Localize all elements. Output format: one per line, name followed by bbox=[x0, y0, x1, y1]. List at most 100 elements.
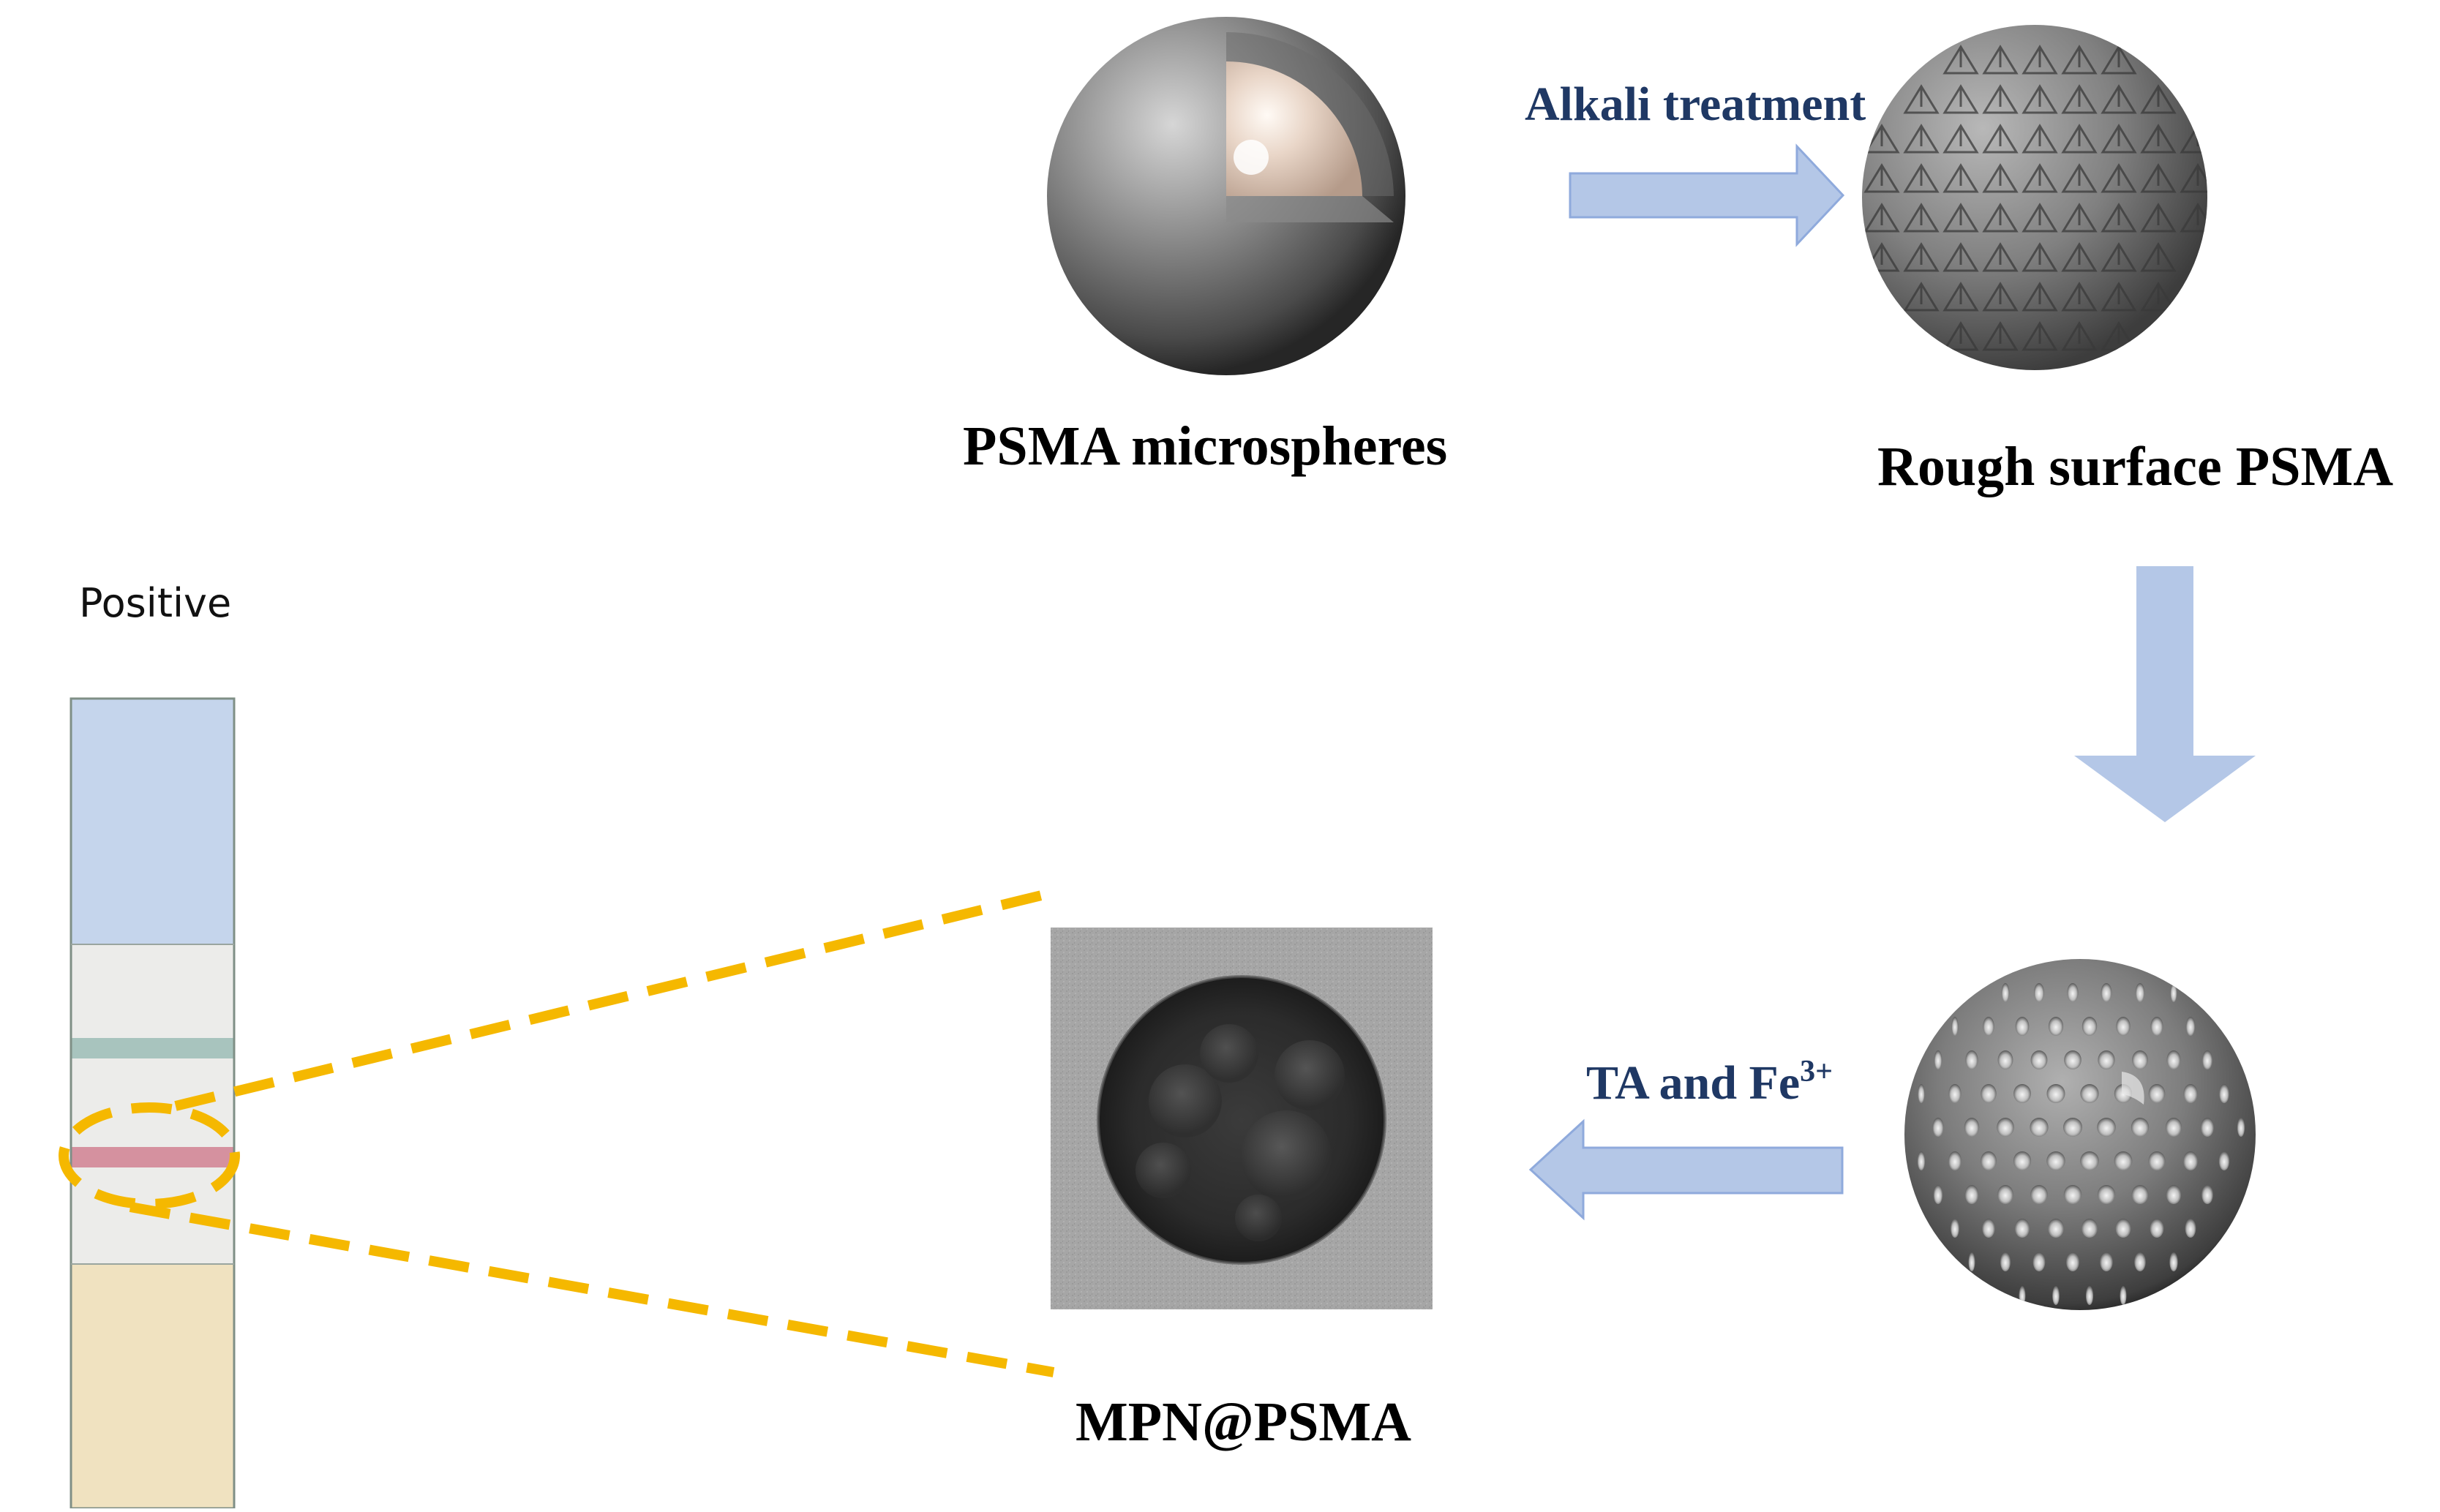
surface-dimple bbox=[2166, 1050, 2181, 1069]
surface-facet bbox=[1863, 203, 1900, 233]
surface-dimple bbox=[1951, 1017, 1959, 1036]
surface-dimple bbox=[2131, 1185, 2149, 1204]
surface-facet bbox=[2140, 124, 2177, 154]
surface-facet bbox=[1903, 163, 1940, 193]
surface-dimple bbox=[2218, 1151, 2230, 1170]
surface-facet bbox=[2061, 45, 2098, 75]
surface-facet bbox=[1982, 45, 2019, 75]
surface-dimple bbox=[2101, 983, 2112, 1002]
surface-facet bbox=[2061, 321, 2098, 351]
surface-dimple bbox=[1934, 1050, 1942, 1069]
surface-dimple bbox=[2185, 1219, 2196, 1238]
surface-facet bbox=[2140, 242, 2177, 272]
surface-dimple bbox=[2081, 1017, 2098, 1036]
surface-facet bbox=[2022, 242, 2058, 272]
surface-dimple bbox=[2201, 1185, 2213, 1204]
surface-dimple bbox=[2030, 1118, 2049, 1137]
surface-dimple bbox=[2034, 983, 2044, 1002]
surface-dimple bbox=[2032, 1252, 2046, 1271]
surface-dimple bbox=[2046, 1151, 2065, 1170]
surface-dimple bbox=[2013, 1151, 2032, 1170]
surface-dimple bbox=[2114, 1151, 2133, 1170]
ta-arrow bbox=[1528, 1118, 1844, 1221]
surface-facet bbox=[2022, 84, 2058, 114]
surface-dimple bbox=[2030, 1185, 2048, 1204]
alkali-treatment-label: Alkali treatment bbox=[1525, 78, 1866, 131]
surface-dimple bbox=[2019, 1286, 2026, 1305]
surface-dimple bbox=[2100, 1252, 2113, 1271]
surface-dimple bbox=[1981, 1084, 1997, 1103]
surface-facet bbox=[1903, 84, 1940, 114]
surface-facet bbox=[1903, 124, 1940, 154]
surface-facet bbox=[2180, 203, 2207, 233]
surface-dimple bbox=[2166, 1185, 2182, 1204]
rough-surface-label: Rough surface PSMA bbox=[1877, 436, 2394, 497]
ta-fe-label: TA and Fe3+ bbox=[1586, 1056, 1833, 1110]
surface-dimple bbox=[1932, 1118, 1944, 1137]
surface-facet bbox=[1982, 163, 2019, 193]
surface-dimple bbox=[2001, 983, 2010, 1002]
ta-fe-text: TA and Fe bbox=[1586, 1056, 1801, 1110]
surface-facet bbox=[2140, 203, 2177, 233]
surface-dimple bbox=[2063, 1118, 2082, 1137]
surface-dimple bbox=[2132, 1050, 2148, 1069]
psma-microspheres-label: PSMA microspheres bbox=[963, 415, 1448, 477]
surface-facet bbox=[1903, 203, 1940, 233]
surface-dimple bbox=[2080, 1151, 2099, 1170]
surface-dimple bbox=[2134, 1252, 2146, 1271]
surface-facet bbox=[2101, 84, 2137, 114]
surface-dimple bbox=[2185, 1017, 2196, 1036]
surface-dimple bbox=[2237, 1118, 2245, 1137]
surface-dimple bbox=[2150, 1219, 2164, 1238]
surface-dimple bbox=[1964, 1185, 1979, 1204]
cutaway-sphere-icon bbox=[1047, 17, 1405, 375]
surface-facet bbox=[1942, 242, 1979, 272]
surface-dimple bbox=[2169, 1252, 2178, 1271]
surface-dimple bbox=[2067, 983, 2079, 1002]
surface-facet bbox=[2101, 163, 2137, 193]
surface-facet bbox=[2180, 163, 2207, 193]
surface-dimple bbox=[1933, 1185, 1943, 1204]
surface-dimple bbox=[1918, 1084, 1925, 1103]
surface-facet bbox=[1903, 282, 1940, 312]
surface-facet bbox=[2140, 282, 2177, 312]
surface-facet bbox=[2022, 203, 2058, 233]
surface-dimple bbox=[2014, 1219, 2030, 1238]
surface-dimple bbox=[2183, 1084, 2198, 1103]
surface-facet bbox=[2101, 124, 2137, 154]
surface-dimple bbox=[1997, 1050, 2013, 1069]
surface-dimple bbox=[2219, 1084, 2229, 1103]
surface-facet bbox=[1982, 203, 2019, 233]
surface-facet bbox=[1863, 242, 1900, 272]
surface-dimple bbox=[2150, 1017, 2163, 1036]
surface-dimple bbox=[1948, 1084, 1962, 1103]
surface-dimple bbox=[2066, 1252, 2079, 1271]
surface-dimple bbox=[2048, 1219, 2064, 1238]
surface-dimple bbox=[2202, 1050, 2212, 1069]
surface-dimple bbox=[1917, 1151, 1926, 1170]
mpn-psma-label: MPN@PSMA bbox=[1076, 1391, 1412, 1453]
surface-dimple bbox=[2098, 1050, 2115, 1069]
surface-facet bbox=[1942, 124, 1979, 154]
surface-dimple bbox=[2046, 1084, 2065, 1103]
surface-facet bbox=[1863, 163, 1900, 193]
surface-facet bbox=[1942, 45, 1979, 75]
surface-dimple bbox=[2080, 1084, 2099, 1103]
surface-dimple bbox=[2120, 1286, 2127, 1305]
surface-dimple bbox=[2148, 1151, 2166, 1170]
surface-facet bbox=[2140, 84, 2177, 114]
surface-dimple bbox=[2085, 1286, 2094, 1305]
surface-dimple bbox=[1997, 1118, 2014, 1137]
surface-dimple bbox=[1981, 1151, 1997, 1170]
surface-dimple bbox=[1983, 1017, 1994, 1036]
surface-dimple bbox=[2115, 1219, 2131, 1238]
surface-facet bbox=[1863, 124, 1900, 154]
surface-facet bbox=[1903, 242, 1940, 272]
zoom-indicator bbox=[59, 887, 1055, 1377]
surface-dimple bbox=[2052, 1286, 2060, 1305]
control-line bbox=[71, 1038, 234, 1058]
surface-facet bbox=[1942, 203, 1979, 233]
surface-facet bbox=[2101, 45, 2137, 75]
